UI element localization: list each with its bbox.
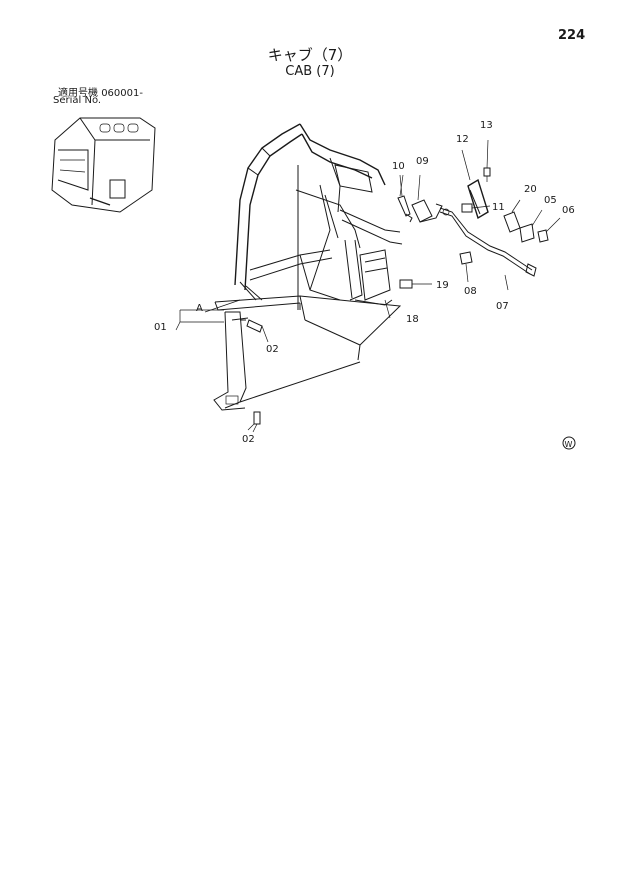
callout-09: 09 (416, 156, 429, 167)
serial-label-en: Serial No. (53, 95, 102, 106)
page-title-jp: キャブ（7） (267, 46, 353, 64)
cab-thumbnail (51, 117, 156, 213)
callout-20: 20 (524, 184, 537, 195)
callout-05: 05 (544, 195, 557, 206)
screw-13 (483, 139, 491, 182)
cab-frame (214, 123, 403, 361)
callout-12: 12 (456, 134, 469, 145)
bolt-06 (537, 217, 561, 243)
cable-07 (439, 207, 537, 291)
callout-02-upper: 02 (266, 344, 279, 355)
callout-A: A (196, 303, 203, 314)
lever-10 (397, 174, 413, 223)
bracket-01 (213, 311, 361, 411)
callout-18: 18 (406, 314, 419, 325)
bracket-09 (411, 174, 443, 223)
latch-20 (503, 199, 521, 233)
callout-13: 13 (480, 120, 493, 131)
serial-value: 060001- (101, 88, 143, 99)
bolt-02-upper (246, 319, 269, 343)
handle-12 (461, 149, 489, 220)
page-number: 224 (558, 28, 586, 43)
callout-07: 07 (496, 301, 509, 312)
callout-06: 06 (562, 205, 575, 216)
callout-02-lower: 02 (242, 434, 255, 445)
callout-08: 08 (464, 286, 477, 297)
bolt-02-lower (252, 411, 261, 433)
callout-19: 19 (436, 280, 449, 291)
clip-11 (442, 203, 491, 216)
callout-11: 11 (492, 202, 505, 213)
bolt-19 (399, 279, 432, 289)
mark-letter: W (565, 440, 573, 449)
page-title-en: CAB (7) (285, 64, 335, 79)
circled-w-mark: W (562, 436, 576, 450)
leader-lines (175, 174, 404, 431)
callout-01: 01 (154, 322, 167, 333)
plate-05 (519, 209, 543, 243)
serial-applicability: 適用号機 060001- (58, 84, 143, 99)
clamp-08 (459, 251, 473, 283)
serial-label-jp: 適用号機 (58, 88, 98, 99)
callout-10: 10 (392, 161, 405, 172)
